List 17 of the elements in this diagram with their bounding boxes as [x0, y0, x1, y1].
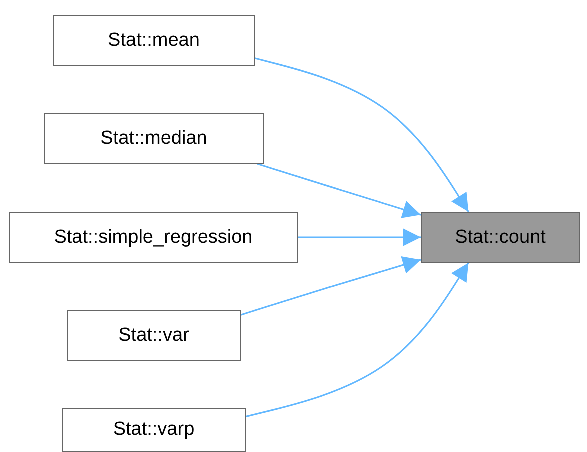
function-name: Stat::varp: [113, 419, 195, 441]
function-box: [67, 310, 241, 361]
arrow: [257, 163, 422, 218]
function-name: Stat::var: [118, 324, 190, 346]
function-box: [44, 113, 264, 164]
function-name: Stat::count: [455, 226, 546, 248]
function-name: Stat::median: [100, 128, 208, 150]
arrow: [240, 256, 422, 316]
function-box: [53, 15, 255, 66]
function-box: [62, 408, 246, 452]
function-name: Stat::simple_regression: [54, 226, 253, 248]
function-box: [9, 212, 298, 263]
arrow: [254, 58, 470, 212]
arrow: [298, 228, 421, 246]
arrow: [246, 262, 470, 418]
function-name: Stat::mean: [108, 30, 200, 52]
function-box: [421, 212, 580, 263]
